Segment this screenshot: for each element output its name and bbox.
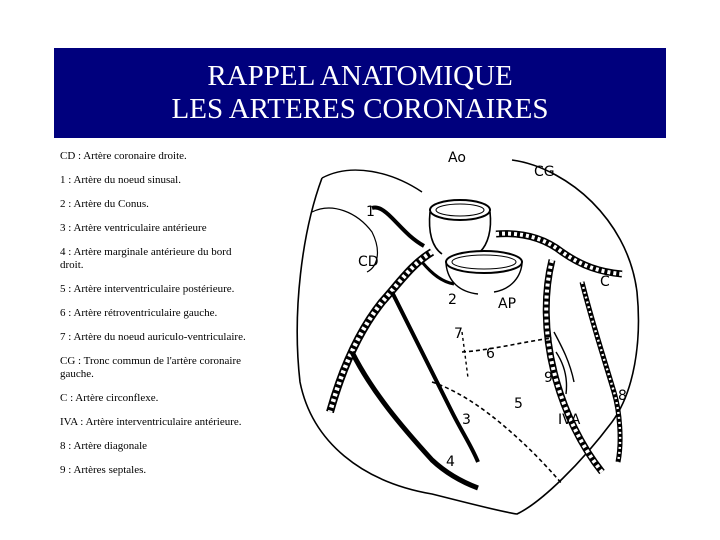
title-line-1: RAPPEL ANATOMIQUE [207, 60, 513, 92]
artery-retroventriculaire [461, 337, 553, 353]
legend-item-c: C : Artère circonflexe. [60, 392, 159, 404]
title-line-2: LES ARTERES CORONAIRES [171, 93, 549, 125]
label-5: 5 [514, 396, 523, 412]
artery-marginale [349, 350, 479, 491]
artery-noeud-sinusal [371, 205, 426, 248]
legend-item-9: 9 : Artères septales. [60, 464, 147, 476]
label-ao: Ao [448, 150, 466, 166]
artery-conus [420, 261, 455, 286]
label-1: 1 [366, 204, 375, 220]
label-4: 4 [446, 454, 455, 470]
artery-ivp [431, 381, 563, 485]
artery-iva [542, 259, 605, 475]
label-cd: CD [358, 254, 379, 270]
label-2: 2 [448, 292, 457, 308]
legend-item-7: 7 : Artère du noeud auriculo-ventriculai… [60, 331, 246, 343]
label-7: 7 [454, 326, 463, 342]
atrium-outline [321, 169, 423, 193]
artery-noeud-av [461, 331, 469, 379]
aorta-opening [429, 199, 491, 221]
legend-item-cd: CD : Artère coronaire droite. [60, 150, 187, 162]
legend-item-4: 4 : Artère marginale antérieure du bord … [60, 246, 232, 271]
aorta-trunk [428, 211, 492, 255]
legend-item-3: 3 : Artère ventriculaire antérieure [60, 222, 207, 234]
label-9: 9 [544, 370, 553, 386]
label-cg: CG [534, 164, 555, 180]
label-iva: IVA [558, 412, 581, 428]
legend-item-5: 5 : Artère interventriculaire postérieur… [60, 283, 235, 295]
label-6: 6 [486, 346, 495, 362]
legend-item-8: 8 : Artère diagonale [60, 440, 148, 452]
label-3: 3 [462, 412, 471, 428]
heart-illustration: Ao CG 1 CD 2 AP C 7 6 9 8 5 3 IVA 4 [296, 150, 640, 515]
legend-item-cg: CG : Tronc commun de l'artère coronaire … [60, 355, 241, 380]
legend-list: CD : Artère coronaire droite. 1 : Artère… [60, 150, 250, 488]
heart-outline [296, 159, 640, 515]
artery-cd [326, 248, 435, 414]
coronary-artery-diagram: Ao CG 1 CD 2 AP C 7 6 9 8 5 3 IVA 4 [282, 142, 652, 518]
label-c: C [600, 274, 610, 290]
legend-item-2: 2 : Artère du Conus. [60, 198, 149, 210]
label-8: 8 [618, 388, 627, 404]
title-banner: RAPPEL ANATOMIQUE LES ARTERES CORONAIRES [54, 48, 666, 138]
artery-ventriculaire-anterieure [390, 291, 480, 463]
legend-item-iva: IVA : Artère interventriculaire antérieu… [60, 416, 242, 428]
label-ap: AP [498, 296, 516, 312]
legend-item-6: 6 : Artère rétroventriculaire gauche. [60, 307, 218, 319]
artery-septales [553, 331, 575, 395]
legend-item-1: 1 : Artère du noeud sinusal. [60, 174, 181, 186]
pulmonary-artery-opening [445, 250, 523, 274]
right-atrium-appendage [311, 207, 379, 273]
